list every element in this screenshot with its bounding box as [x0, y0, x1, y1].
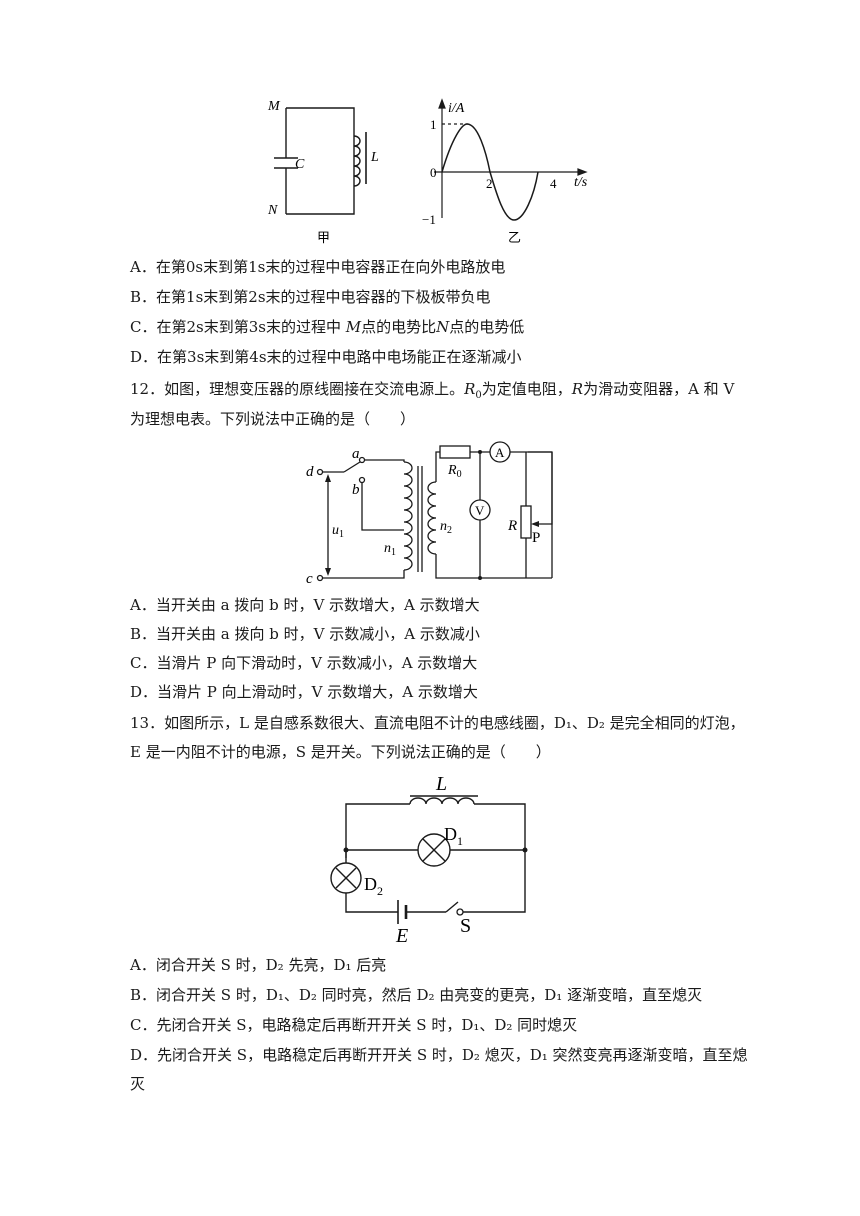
- label-M: M: [267, 99, 281, 114]
- q12-option-b[interactable]: B．当开关由 a 拨向 b 时，V 示数减小，A 示数减小: [130, 625, 480, 643]
- tick-minus-1: −1: [422, 212, 436, 227]
- label-p: P: [532, 530, 540, 546]
- label-d2: D2: [364, 874, 383, 898]
- q13-option-d[interactable]: D．先闭合开关 S，电路稳定后再断开开关 S 时，D₂ 熄灭，D₁ 突然变亮再逐…: [130, 1046, 748, 1064]
- q12-option-a[interactable]: A．当开关由 a 拨向 b 时，V 示数增大，A 示数增大: [130, 596, 480, 614]
- q13-stem-line2: E 是一内阻不计的电源，S 是开关。下列说法正确的是（ ）: [130, 743, 551, 761]
- transformer-circuit-diagram: d a b c u1 n1 n2 R0 A V R P: [306, 441, 553, 587]
- label-d: d: [306, 464, 314, 480]
- label-d1: D1: [444, 824, 463, 848]
- label-r: R: [507, 518, 517, 534]
- tick-1: 1: [430, 117, 437, 132]
- q12-option-d[interactable]: D．当滑片 P 向上滑动时，V 示数增大，A 示数增大: [130, 683, 478, 701]
- q13-option-b[interactable]: B．闭合开关 S 时，D₁、D₂ 同时亮，然后 D₂ 由亮变的更亮，D₁ 逐渐变…: [130, 986, 703, 1004]
- inductor-lamp-circuit-diagram: L D1 D2 E S: [330, 773, 528, 946]
- q12-option-c[interactable]: C．当滑片 P 向下滑动时，V 示数减小，A 示数增大: [130, 654, 478, 672]
- q13-stem-line1: 13．如图所示，L 是自感系数很大、直流电阻不计的电感线圈，D₁、D₂ 是完全相…: [130, 714, 745, 732]
- tick-4: 4: [550, 176, 557, 191]
- label-l: L: [435, 773, 447, 795]
- caption-jia: 甲: [317, 230, 330, 245]
- tick-2: 2: [486, 176, 493, 191]
- voltmeter-label: V: [475, 503, 485, 518]
- q13-option-a[interactable]: A．闭合开关 S 时，D₂ 先亮，D₁ 后亮: [130, 956, 387, 974]
- label-n1: n1: [384, 541, 396, 558]
- label-N: N: [267, 203, 278, 218]
- q13-option-d-wrap: 灭: [130, 1075, 146, 1093]
- ammeter-label: A: [495, 445, 505, 460]
- label-c: c: [306, 571, 313, 587]
- label-b: b: [352, 482, 360, 498]
- label-C: C: [295, 157, 305, 172]
- q11-option-d[interactable]: D．在第3s末到第4s末的过程中电路中电场能正在逐渐减小: [130, 348, 522, 366]
- y-axis-label: i/A: [448, 101, 465, 116]
- q12-stem-line2: 为理想电表。下列说法中正确的是（ ）: [130, 410, 416, 428]
- q11-option-c[interactable]: C．在第2s末到第3s末的过程中 M点的电势比N点的电势低: [130, 318, 525, 336]
- q12-stem-line1: 12．如图，理想变压器的原线圈接在交流电源上。R0为定值电阻，R为滑动变阻器，A…: [130, 380, 735, 401]
- label-u1: u1: [332, 523, 344, 540]
- q13-option-c[interactable]: C．先闭合开关 S，电路稳定后再断开开关 S 时，D₁、D₂ 同时熄灭: [130, 1016, 578, 1034]
- x-axis-label: t/s: [574, 175, 588, 190]
- label-a: a: [352, 446, 360, 462]
- label-n2: n2: [440, 519, 452, 536]
- q11-option-a[interactable]: A．在第0s末到第1s末的过程中电容器正在向外电路放电: [130, 258, 506, 276]
- tick-0: 0: [430, 165, 437, 180]
- current-time-graph: i/A t/s 1 0 2 4 −1 乙: [422, 98, 588, 245]
- lc-circuit-diagram: M N C L 甲: [267, 99, 379, 245]
- q11-option-b[interactable]: B．在第1s末到第2s末的过程中电容器的下极板带负电: [130, 288, 491, 306]
- label-L: L: [370, 150, 379, 165]
- label-e: E: [395, 925, 408, 946]
- caption-yi: 乙: [508, 230, 521, 245]
- label-s: S: [460, 915, 471, 937]
- label-r0: R0: [447, 463, 462, 480]
